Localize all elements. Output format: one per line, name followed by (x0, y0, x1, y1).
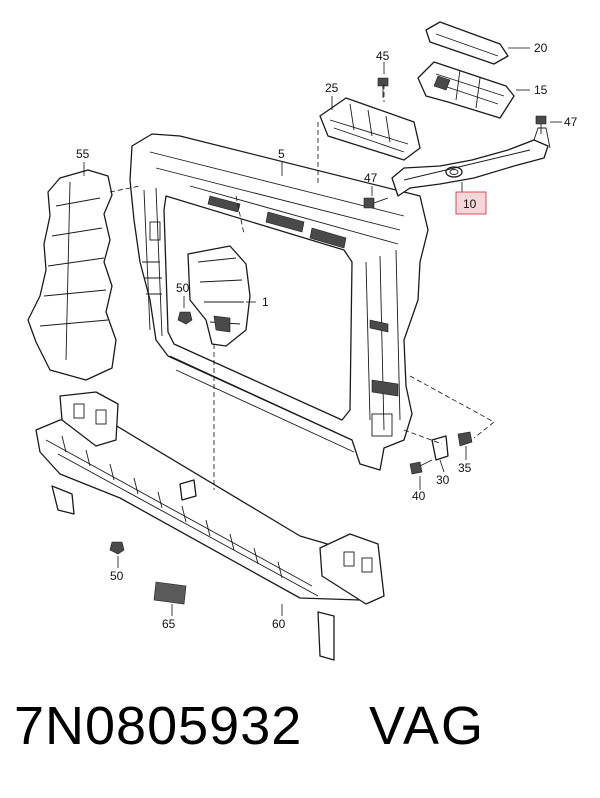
part-25-air-duct (319, 97, 421, 161)
bolt-47-left (363, 197, 389, 209)
clip-30 (431, 435, 449, 461)
callout-45: 45 (376, 49, 390, 63)
callout-40: 40 (412, 489, 426, 503)
bolt-45 (377, 77, 389, 98)
exploded-parts-diagram: 55 5 25 45 20 15 47 47 10 1 50 35 30 40 … (27, 21, 578, 661)
part-10-support-bracket (391, 127, 551, 197)
bolt-40 (409, 459, 433, 475)
leader-lines (83, 47, 562, 616)
part-20-cover (425, 21, 509, 65)
callout-1: 1 (262, 295, 269, 309)
bolt-47-right (535, 115, 547, 134)
nut-50-upper (177, 311, 193, 325)
part-15-air-guide (417, 61, 515, 119)
callout-30: 30 (436, 473, 450, 487)
footer-caption: 7N0805932 VAG (14, 695, 594, 775)
highlight-box-10 (455, 191, 487, 215)
callout-20: 20 (534, 41, 548, 55)
callout-55: 55 (76, 147, 90, 161)
callout-47-right: 47 (564, 115, 578, 129)
callout-35: 35 (458, 461, 472, 475)
callout-50-upper: 50 (176, 281, 190, 295)
callout-5: 5 (278, 147, 285, 161)
assembly-lines (109, 84, 495, 490)
nut-35 (457, 431, 473, 447)
callout-25: 25 (325, 81, 339, 95)
nut-50-lower (109, 541, 125, 555)
part-55-air-guide (27, 169, 117, 381)
part-1-bracket (187, 245, 251, 347)
callout-47-left: 47 (364, 171, 378, 185)
callout-60: 60 (272, 617, 286, 631)
part-5-lock-carrier (129, 133, 429, 471)
callout-50-lower: 50 (110, 569, 124, 583)
callout-15: 15 (534, 83, 548, 97)
part-65-plate (153, 581, 187, 605)
part-number: 7N0805932 (14, 696, 303, 756)
callout-10: 10 (463, 197, 477, 211)
brand-label: VAG (369, 696, 486, 756)
callout-65: 65 (162, 617, 176, 631)
part-60-impact-beam (35, 391, 385, 661)
callouts: 55 5 25 45 20 15 47 47 10 1 50 35 30 40 … (76, 41, 578, 631)
